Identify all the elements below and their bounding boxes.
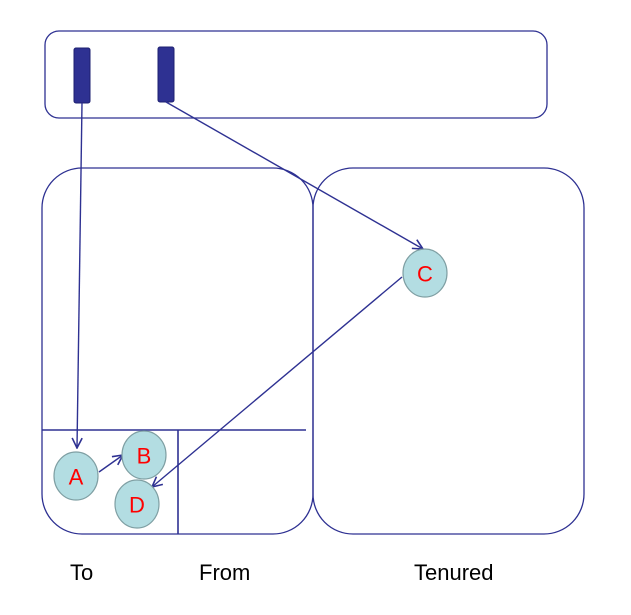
node-b-label: B (137, 444, 152, 469)
arrow-root2-to-c (165, 101, 423, 249)
label-to: To (70, 560, 93, 585)
node-c-label: C (417, 262, 433, 287)
tenured-generation-area (312, 167, 585, 535)
arrow-c-to-d (152, 276, 403, 487)
label-from: From (199, 560, 250, 585)
node-d-label: D (129, 493, 145, 518)
roots-area (44, 30, 548, 119)
arrow-root1-to-a (77, 102, 82, 448)
root-pointer-2 (157, 46, 175, 103)
root-pointer-1 (73, 47, 91, 104)
node-d: D (114, 479, 160, 529)
node-a: A (53, 451, 99, 501)
label-tenured: Tenured (414, 560, 494, 585)
node-c: C (402, 248, 448, 298)
node-a-label: A (69, 465, 84, 490)
node-b: B (121, 430, 167, 480)
arrow-a-to-b (98, 455, 123, 473)
